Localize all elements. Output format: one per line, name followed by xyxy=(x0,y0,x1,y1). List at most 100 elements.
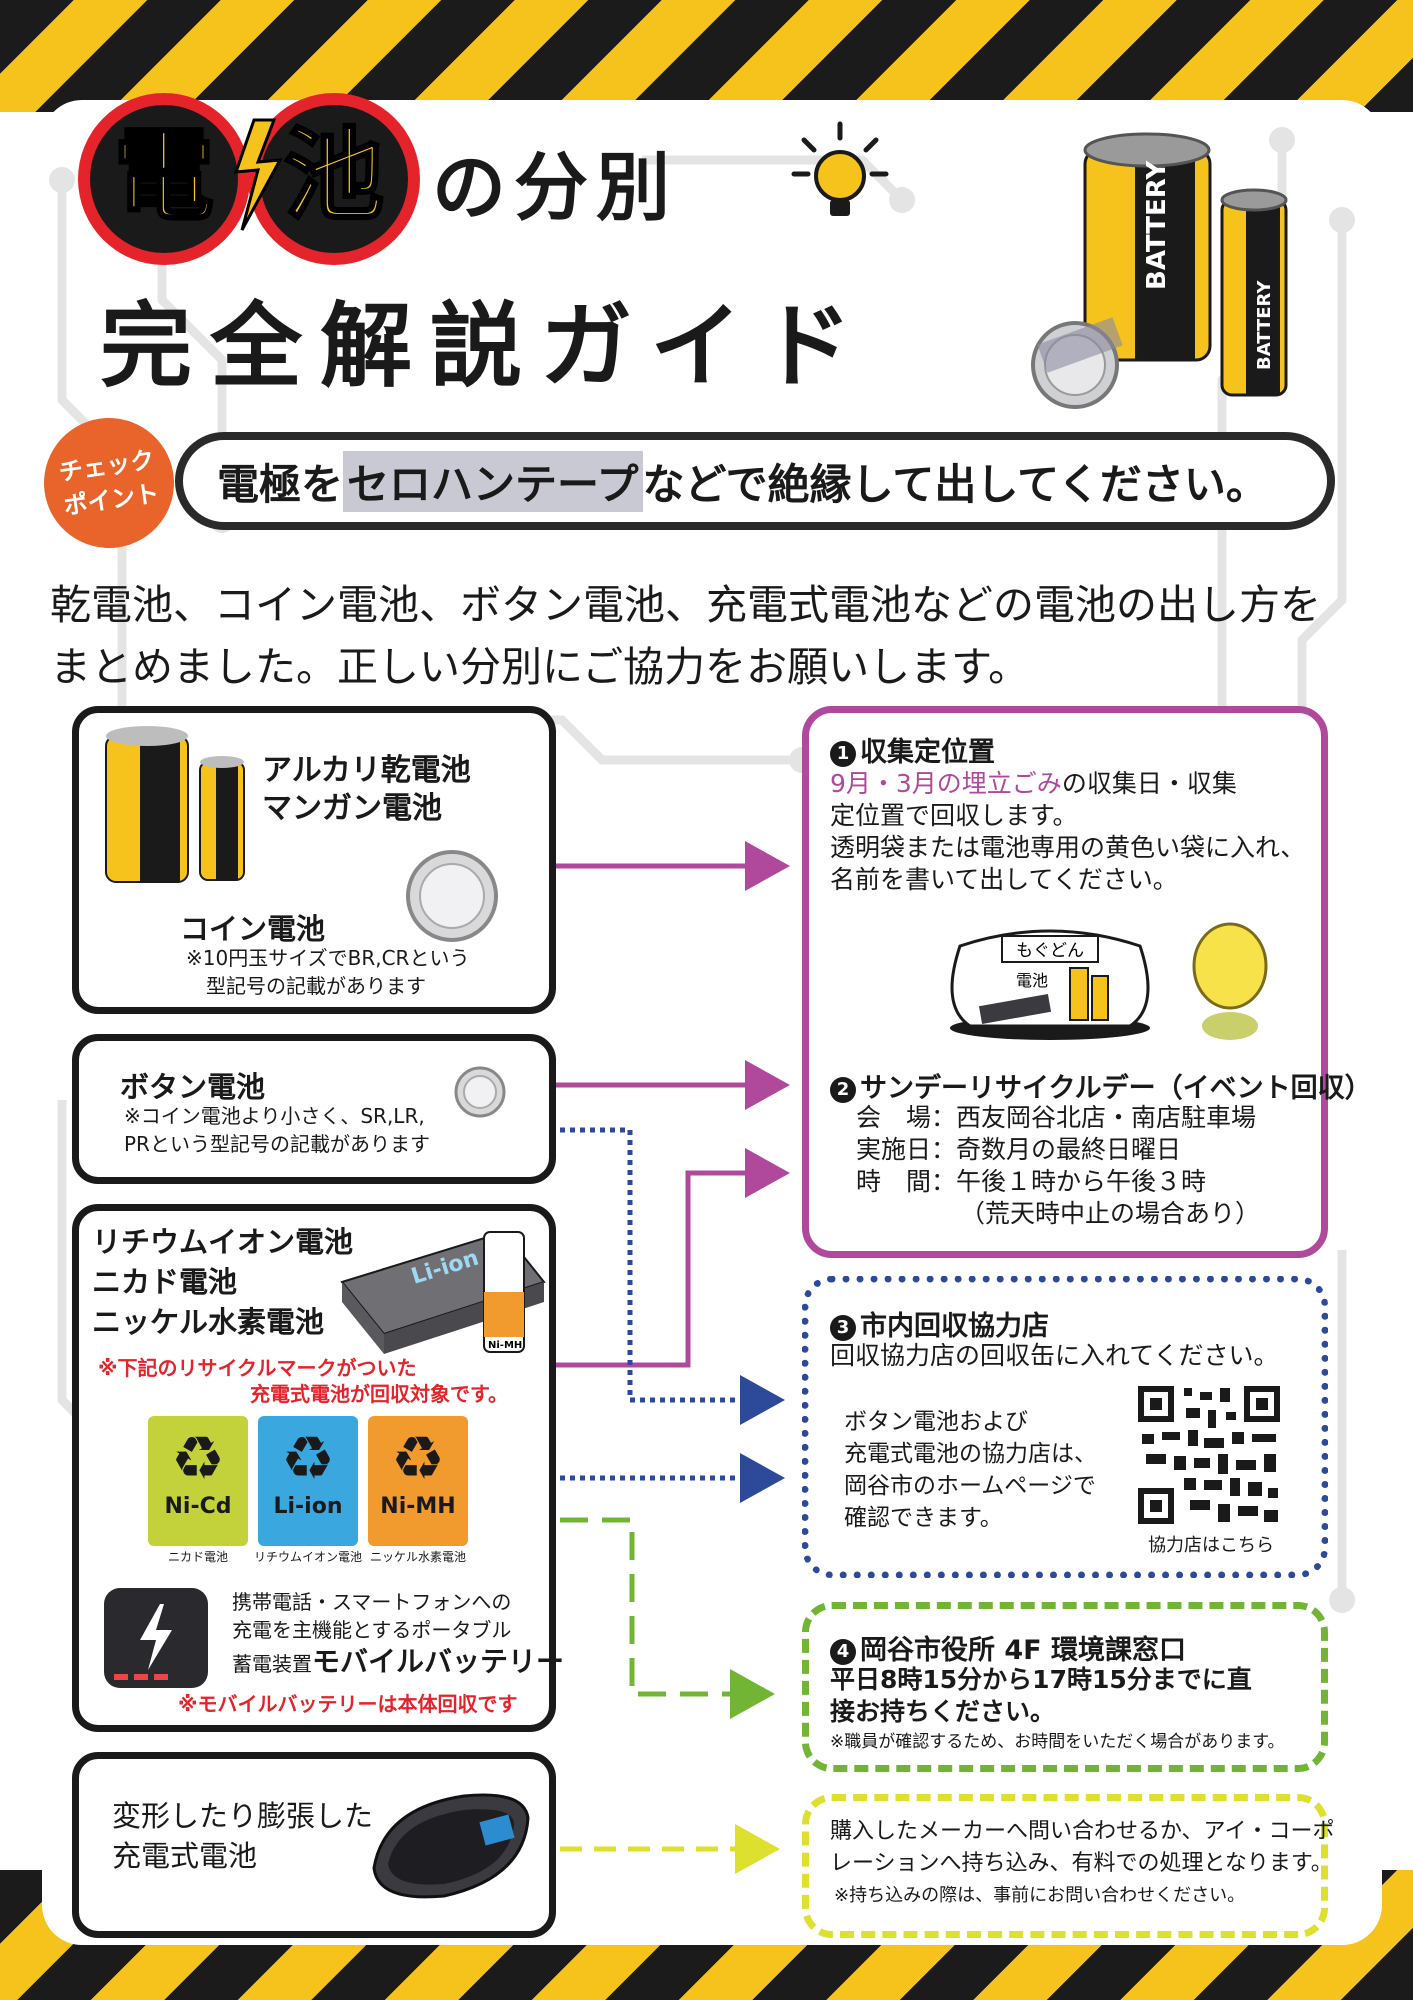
ni-mh-cell-label: Ni-MH xyxy=(488,1340,522,1351)
r2-row-date: 実施日：奇数月の最終日曜日 xyxy=(856,1135,1182,1164)
checkpoint-text-2: などで絶縁して出してください。 xyxy=(642,459,1268,509)
title-char-2: 池 xyxy=(284,117,384,234)
rechargeable-battery-illustration: Li-ion Ni-MH xyxy=(340,1230,546,1354)
r2-row-time: 時 間：午後１時から午後３時 xyxy=(856,1167,1207,1196)
intro-text: 乾電池、コイン電池、ボタン電池、充電式電池などの電池の出し方を まとめました。正… xyxy=(50,574,1380,698)
recycle-code: Li-ion xyxy=(273,1494,343,1519)
r1-line-4: 名前を書いて出してください。 xyxy=(830,865,1178,894)
mobile-battery-label: モバイルバッテリー xyxy=(312,1645,565,1678)
swollen-battery-icon xyxy=(372,1793,530,1899)
battery-illustration: BATTERY BATTERY xyxy=(1031,132,1288,409)
title-badge: 電 池 xyxy=(78,93,420,265)
r2-value: 奇数月の最終日曜日 xyxy=(956,1135,1182,1164)
mobile-battery-icon xyxy=(104,1588,208,1688)
caution-stripes-top xyxy=(0,0,1413,112)
coin-battery-label: コイン電池 xyxy=(180,912,326,946)
mobile-battery-note: ※モバイルバッテリーは本体回収です xyxy=(178,1692,518,1716)
battery-label-large: BATTERY xyxy=(1142,160,1172,290)
number-badge-2: 2 xyxy=(830,1077,856,1103)
title-rest: の分別 xyxy=(432,145,678,231)
lightning-icon xyxy=(233,118,283,231)
r1-line-3: 透明袋または電池専用の黄色い袋に入れ、 xyxy=(830,833,1306,862)
qr-caption: 協力店はこちら xyxy=(1148,1535,1274,1556)
box3-title: リチウムイオン電池 ニカド電池 ニッケル水素電池 xyxy=(92,1222,353,1342)
lithium-ion-label: リチウムイオン電池 xyxy=(92,1225,354,1259)
r3-line-1: 回収協力店の回収缶に入れてください。 xyxy=(830,1341,1279,1370)
lightbulb-icon xyxy=(791,121,889,216)
r5-note: ※持ち込みの際は、事前にお問い合わせください。 xyxy=(834,1885,1246,1906)
r1-line-2: 定位置で回収します。 xyxy=(830,801,1078,830)
r4-line-1: 平日8時15分から17時15分までに直 xyxy=(830,1665,1252,1694)
coin-battery-icon xyxy=(406,850,498,942)
mobile-line-3a: 蓄電装置 xyxy=(232,1652,312,1676)
recycle-icon: ♻ xyxy=(281,1424,335,1494)
r5-line-1: 購入したメーカーへ問い合わせるか、アイ・コーポ xyxy=(830,1819,1335,1844)
number-badge-1: 1 xyxy=(830,741,856,767)
nimh-label: ニッケル水素電池 xyxy=(92,1305,325,1339)
r5-line-2: レーションへ持ち込み、有料での処理となります。 xyxy=(830,1851,1333,1876)
arrow-box3-to-r2 xyxy=(555,1148,790,1368)
r3-heading-text: 市内回収協力店 xyxy=(860,1311,1049,1342)
deformed-battery-label: 変形したり膨張した 充電式電池 xyxy=(112,1796,373,1876)
r2-key: 会 場 xyxy=(856,1103,932,1132)
r1-line-1-rest: の収集日・収集 xyxy=(1061,769,1237,798)
recycle-code: Ni-Cd xyxy=(164,1494,232,1519)
box-city-hall xyxy=(802,1602,1328,1772)
mobile-line-1: 携帯電話・スマートフォンへの xyxy=(232,1590,512,1614)
nicad-label: ニカド電池 xyxy=(92,1265,238,1299)
button-note-1: ※コイン電池より小さく、SR,LR, xyxy=(124,1104,425,1128)
collection-bag-illustration: もぐどん 電池 xyxy=(950,922,1268,1040)
box-manufacturer xyxy=(802,1794,1328,1938)
title-subtitle: 完全解説ガイド xyxy=(100,293,871,400)
r2-value: 西友岡谷北店・南店駐車場 xyxy=(956,1103,1257,1132)
checkpoint-banner: 電極をセロハンテープなどで絶縁して出してください。 xyxy=(175,432,1335,530)
r2-value: 午後１時から午後３時 xyxy=(956,1167,1207,1196)
coin-note-1: ※10円玉サイズでBR,CRという xyxy=(186,946,470,970)
recycle-icon: ♻ xyxy=(391,1424,445,1494)
checkpoint-text-1: 電極を xyxy=(217,459,344,509)
number-badge-3: 3 xyxy=(830,1315,856,1341)
mobile-line-2: 充電を主機能とするポータブル xyxy=(232,1618,512,1642)
manganese-label: マンガン電池 xyxy=(262,791,442,826)
mobile-line-3: 蓄電装置モバイルバッテリー xyxy=(232,1648,564,1678)
box1-title: アルカリ乾電池 マンガン電池 xyxy=(262,752,471,828)
checkpoint-highlight: セロハンテープ xyxy=(343,450,643,512)
r4-line-2: 接お持ちください。 xyxy=(830,1697,1056,1726)
r3-body-4: 確認できます。 xyxy=(844,1505,1003,1531)
recycle-caption: リチウムイオン電池 xyxy=(253,1550,362,1564)
recycle-mark-ni-cd: ♻ Ni-Cd xyxy=(148,1416,248,1546)
number-badge-4: 4 xyxy=(830,1639,856,1665)
deformed-line-2: 充電式電池 xyxy=(112,1839,258,1873)
coin-note-2: 型記号の記載があります xyxy=(206,974,426,998)
recycle-code: Ni-MH xyxy=(380,1494,456,1519)
intro-line-2: まとめました。正しい分別にご協力をお願いします。 xyxy=(50,643,1030,691)
deformed-line-1: 変形したり膨張した xyxy=(112,1799,374,1833)
recycle-icon: ♻ xyxy=(171,1424,225,1494)
recycle-caption: ニカド電池 xyxy=(167,1550,228,1564)
battery-label-small: BATTERY xyxy=(1254,280,1275,370)
r1-line-1: 9月・3月の埋立ごみの収集日・収集 xyxy=(830,768,1237,800)
recycle-warning-2: 充電式電池が回収対象です。 xyxy=(250,1382,508,1406)
recycle-warning-1: ※下記のリサイクルマークがついた xyxy=(98,1356,417,1380)
r2-key: 実施日 xyxy=(856,1135,932,1164)
bag-item: 電池 xyxy=(1016,971,1048,990)
r3-body-3: 岡谷市のホームページで xyxy=(844,1473,1096,1499)
button-battery-label: ボタン電池 xyxy=(120,1070,266,1104)
intro-line-1: 乾電池、コイン電池、ボタン電池、充電式電池などの電池の出し方を xyxy=(50,581,1321,629)
alkaline-label: アルカリ乾電池 xyxy=(262,753,471,788)
r2-row-venue: 会 場：西友岡谷北店・南店駐車場 xyxy=(856,1103,1257,1132)
arrow-box3-to-r4 xyxy=(560,1517,775,1719)
r1-heading-text: 収集定位置 xyxy=(860,737,995,768)
recycle-caption: ニッケル水素電池 xyxy=(369,1550,466,1564)
r1-highlight: 9月・3月の埋立ごみ xyxy=(830,769,1062,798)
r4-note: ※職員が確認するため、お時間をいただく場合があります。 xyxy=(830,1732,1285,1752)
r2-key: 時 間 xyxy=(856,1167,932,1196)
qr-code[interactable] xyxy=(1134,1382,1284,1528)
button-note-2: PRという型記号の記載があります xyxy=(124,1132,430,1156)
bag-name: もぐどん xyxy=(1016,941,1084,961)
